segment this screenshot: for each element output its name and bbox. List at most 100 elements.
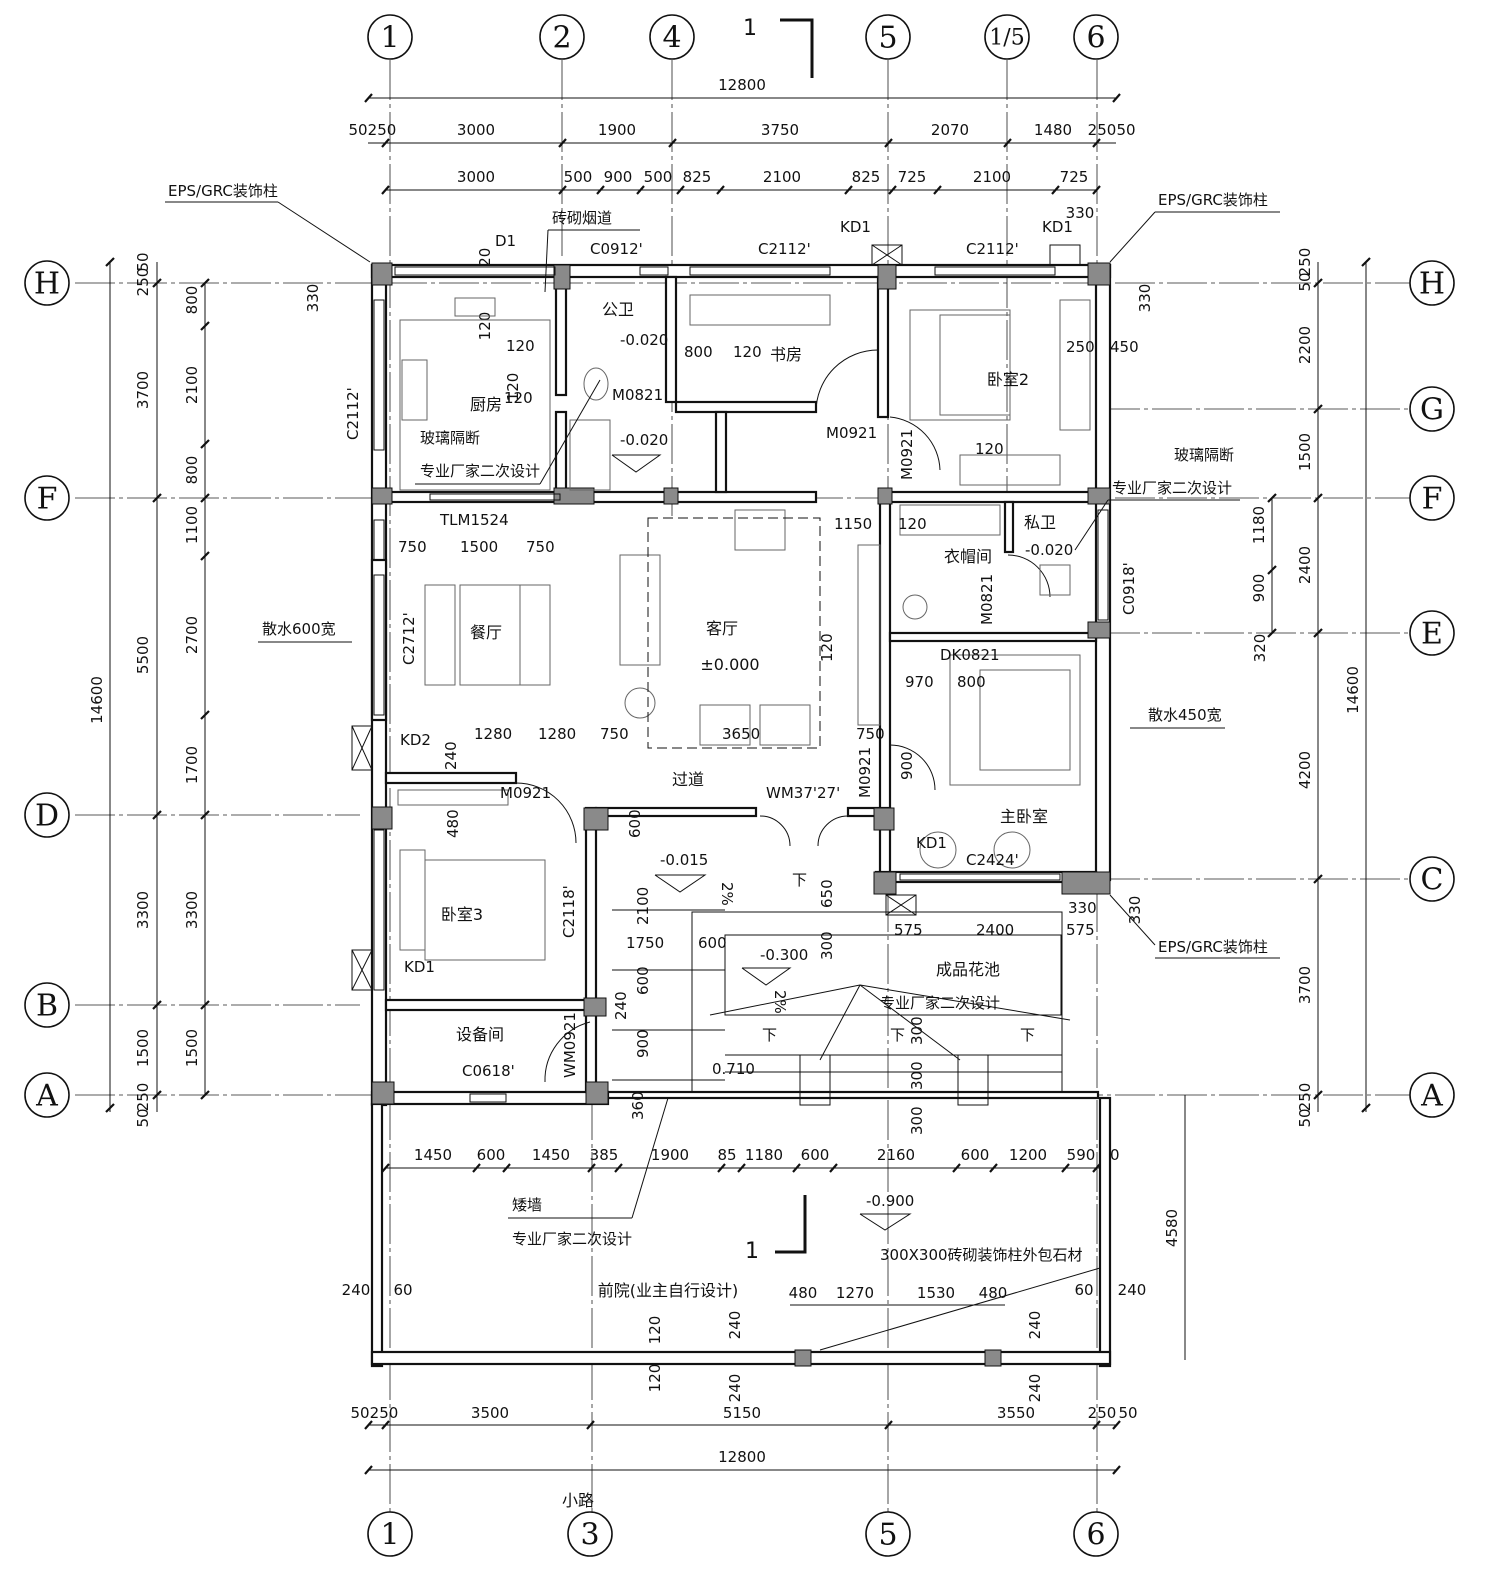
svg-text:385: 385	[590, 1146, 619, 1164]
svg-text:50: 50	[350, 1404, 369, 1422]
svg-text:5500: 5500	[134, 636, 152, 674]
svg-text:250: 250	[1296, 248, 1314, 277]
svg-text:240: 240	[726, 1311, 744, 1340]
svg-text:2100: 2100	[183, 366, 201, 404]
svg-text:2700: 2700	[183, 616, 201, 654]
svg-text:330: 330	[304, 284, 322, 313]
svg-text:50: 50	[1118, 1404, 1137, 1422]
svg-text:专业厂家二次设计: 专业厂家二次设计	[512, 1230, 632, 1248]
svg-text:320: 320	[1251, 634, 1269, 663]
svg-text:F: F	[37, 482, 58, 517]
svg-text:1: 1	[380, 21, 399, 56]
svg-text:3700: 3700	[134, 371, 152, 409]
svg-text:330: 330	[1066, 204, 1095, 222]
svg-text:C2112': C2112'	[344, 387, 362, 440]
svg-text:575: 575	[1066, 921, 1095, 939]
svg-text:0.710: 0.710	[712, 1060, 755, 1078]
svg-text:1180: 1180	[1250, 506, 1268, 544]
svg-text:120: 120	[818, 633, 836, 662]
svg-text:3550: 3550	[997, 1404, 1035, 1422]
svg-text:KD1: KD1	[916, 834, 947, 852]
room-kitchen: 厨房	[470, 395, 502, 414]
svg-text:12800: 12800	[718, 76, 766, 94]
svg-text:120: 120	[646, 1316, 664, 1345]
svg-text:3000: 3000	[457, 121, 495, 139]
svg-text:250: 250	[134, 1083, 152, 1112]
axis-left-B: B	[24, 982, 70, 1028]
axis-top-1-5: 1/5	[984, 14, 1030, 60]
svg-text:120: 120	[504, 389, 533, 407]
svg-text:120: 120	[504, 373, 522, 402]
svg-text:60: 60	[1074, 1281, 1093, 1299]
svg-text:600: 600	[477, 1146, 506, 1164]
svg-text:1150: 1150	[834, 515, 872, 533]
svg-text:1500: 1500	[134, 1029, 152, 1067]
room-equipment: 设备间	[456, 1025, 504, 1044]
axis-bottom-5: 5	[865, 1511, 911, 1557]
svg-text:KD1: KD1	[404, 958, 435, 976]
svg-text:50: 50	[1116, 121, 1135, 139]
svg-text:60: 60	[393, 1281, 412, 1299]
room-study: 书房	[770, 345, 802, 364]
svg-text:KD2: KD2	[400, 731, 431, 749]
svg-text:250: 250	[368, 121, 397, 139]
axis-top-2: 2	[539, 14, 585, 60]
svg-text:3: 3	[580, 1518, 599, 1553]
svg-text:14600: 14600	[1344, 666, 1362, 714]
svg-text:50: 50	[134, 1108, 152, 1127]
svg-text:900: 900	[1250, 574, 1268, 603]
axis-right-G: G	[1409, 386, 1455, 432]
svg-text:C2112': C2112'	[758, 240, 811, 258]
svg-text:4580: 4580	[1163, 1209, 1181, 1247]
axis-right-H: H	[1409, 260, 1455, 306]
svg-text:下: 下	[1020, 1026, 1035, 1044]
svg-text:3650: 3650	[722, 725, 760, 743]
axis-bubbles: 1 2 4 5 1/5 6 1 3 5 6 H F D B A H G F E …	[24, 14, 1455, 1557]
svg-text:C2112': C2112'	[966, 240, 1019, 258]
svg-text:330: 330	[1126, 896, 1144, 925]
svg-text:2400: 2400	[1296, 546, 1314, 584]
svg-text:250: 250	[1088, 121, 1117, 139]
svg-text:M0921: M0921	[898, 429, 916, 480]
svg-text:1900: 1900	[651, 1146, 689, 1164]
svg-text:玻璃隔断: 玻璃隔断	[420, 429, 480, 447]
svg-text:750: 750	[856, 725, 885, 743]
svg-text:600: 600	[634, 966, 652, 995]
svg-text:1/5: 1/5	[989, 26, 1024, 51]
svg-text:2100: 2100	[973, 168, 1011, 186]
svg-text:650: 650	[818, 879, 836, 908]
bottom-dimensions: 1450 600 1450 385 1900 85 1180 600 2160 …	[342, 1146, 1146, 1475]
svg-text:TLM1524: TLM1524	[439, 511, 509, 529]
svg-text:12800: 12800	[718, 1448, 766, 1466]
svg-text:2100: 2100	[634, 887, 652, 925]
svg-text:专业厂家二次设计: 专业厂家二次设计	[420, 462, 540, 480]
svg-text:C0918': C0918'	[1120, 562, 1138, 615]
room-public-wc: 公卫	[602, 300, 634, 319]
svg-text:砖砌烟道: 砖砌烟道	[552, 209, 612, 227]
svg-text:250: 250	[1066, 338, 1095, 356]
svg-text:EPS/GRC装饰柱: EPS/GRC装饰柱	[1158, 938, 1268, 956]
room-planter: 成品花池	[936, 960, 1000, 979]
axis-left-H: H	[24, 260, 70, 306]
svg-text:1500: 1500	[460, 538, 498, 556]
svg-text:D: D	[35, 799, 59, 834]
svg-text:240: 240	[612, 991, 630, 1020]
svg-text:575: 575	[894, 921, 923, 939]
living-level: ±0.000	[700, 655, 759, 674]
openings-graphics	[351, 244, 1109, 1103]
svg-text:2070: 2070	[931, 121, 969, 139]
svg-text:300: 300	[908, 1016, 926, 1045]
furniture	[397, 294, 1091, 961]
svg-text:玻璃隔断: 玻璃隔断	[1174, 446, 1234, 464]
svg-text:-0.900: -0.900	[866, 1192, 914, 1210]
svg-text:3700: 3700	[1296, 966, 1314, 1004]
levels: -0.020 -0.020 -0.020 -0.015 -0.300 0.710…	[611, 331, 1073, 1231]
svg-text:500: 500	[564, 168, 593, 186]
svg-text:下: 下	[792, 871, 807, 889]
svg-text:250: 250	[134, 268, 152, 297]
svg-text:1280: 1280	[474, 725, 512, 743]
room-front-yard: 前院(业主自行设计)	[598, 1281, 739, 1300]
axis-right-E: E	[1409, 610, 1455, 656]
svg-text:5: 5	[878, 1518, 897, 1553]
road-label: 小路	[562, 1491, 594, 1510]
